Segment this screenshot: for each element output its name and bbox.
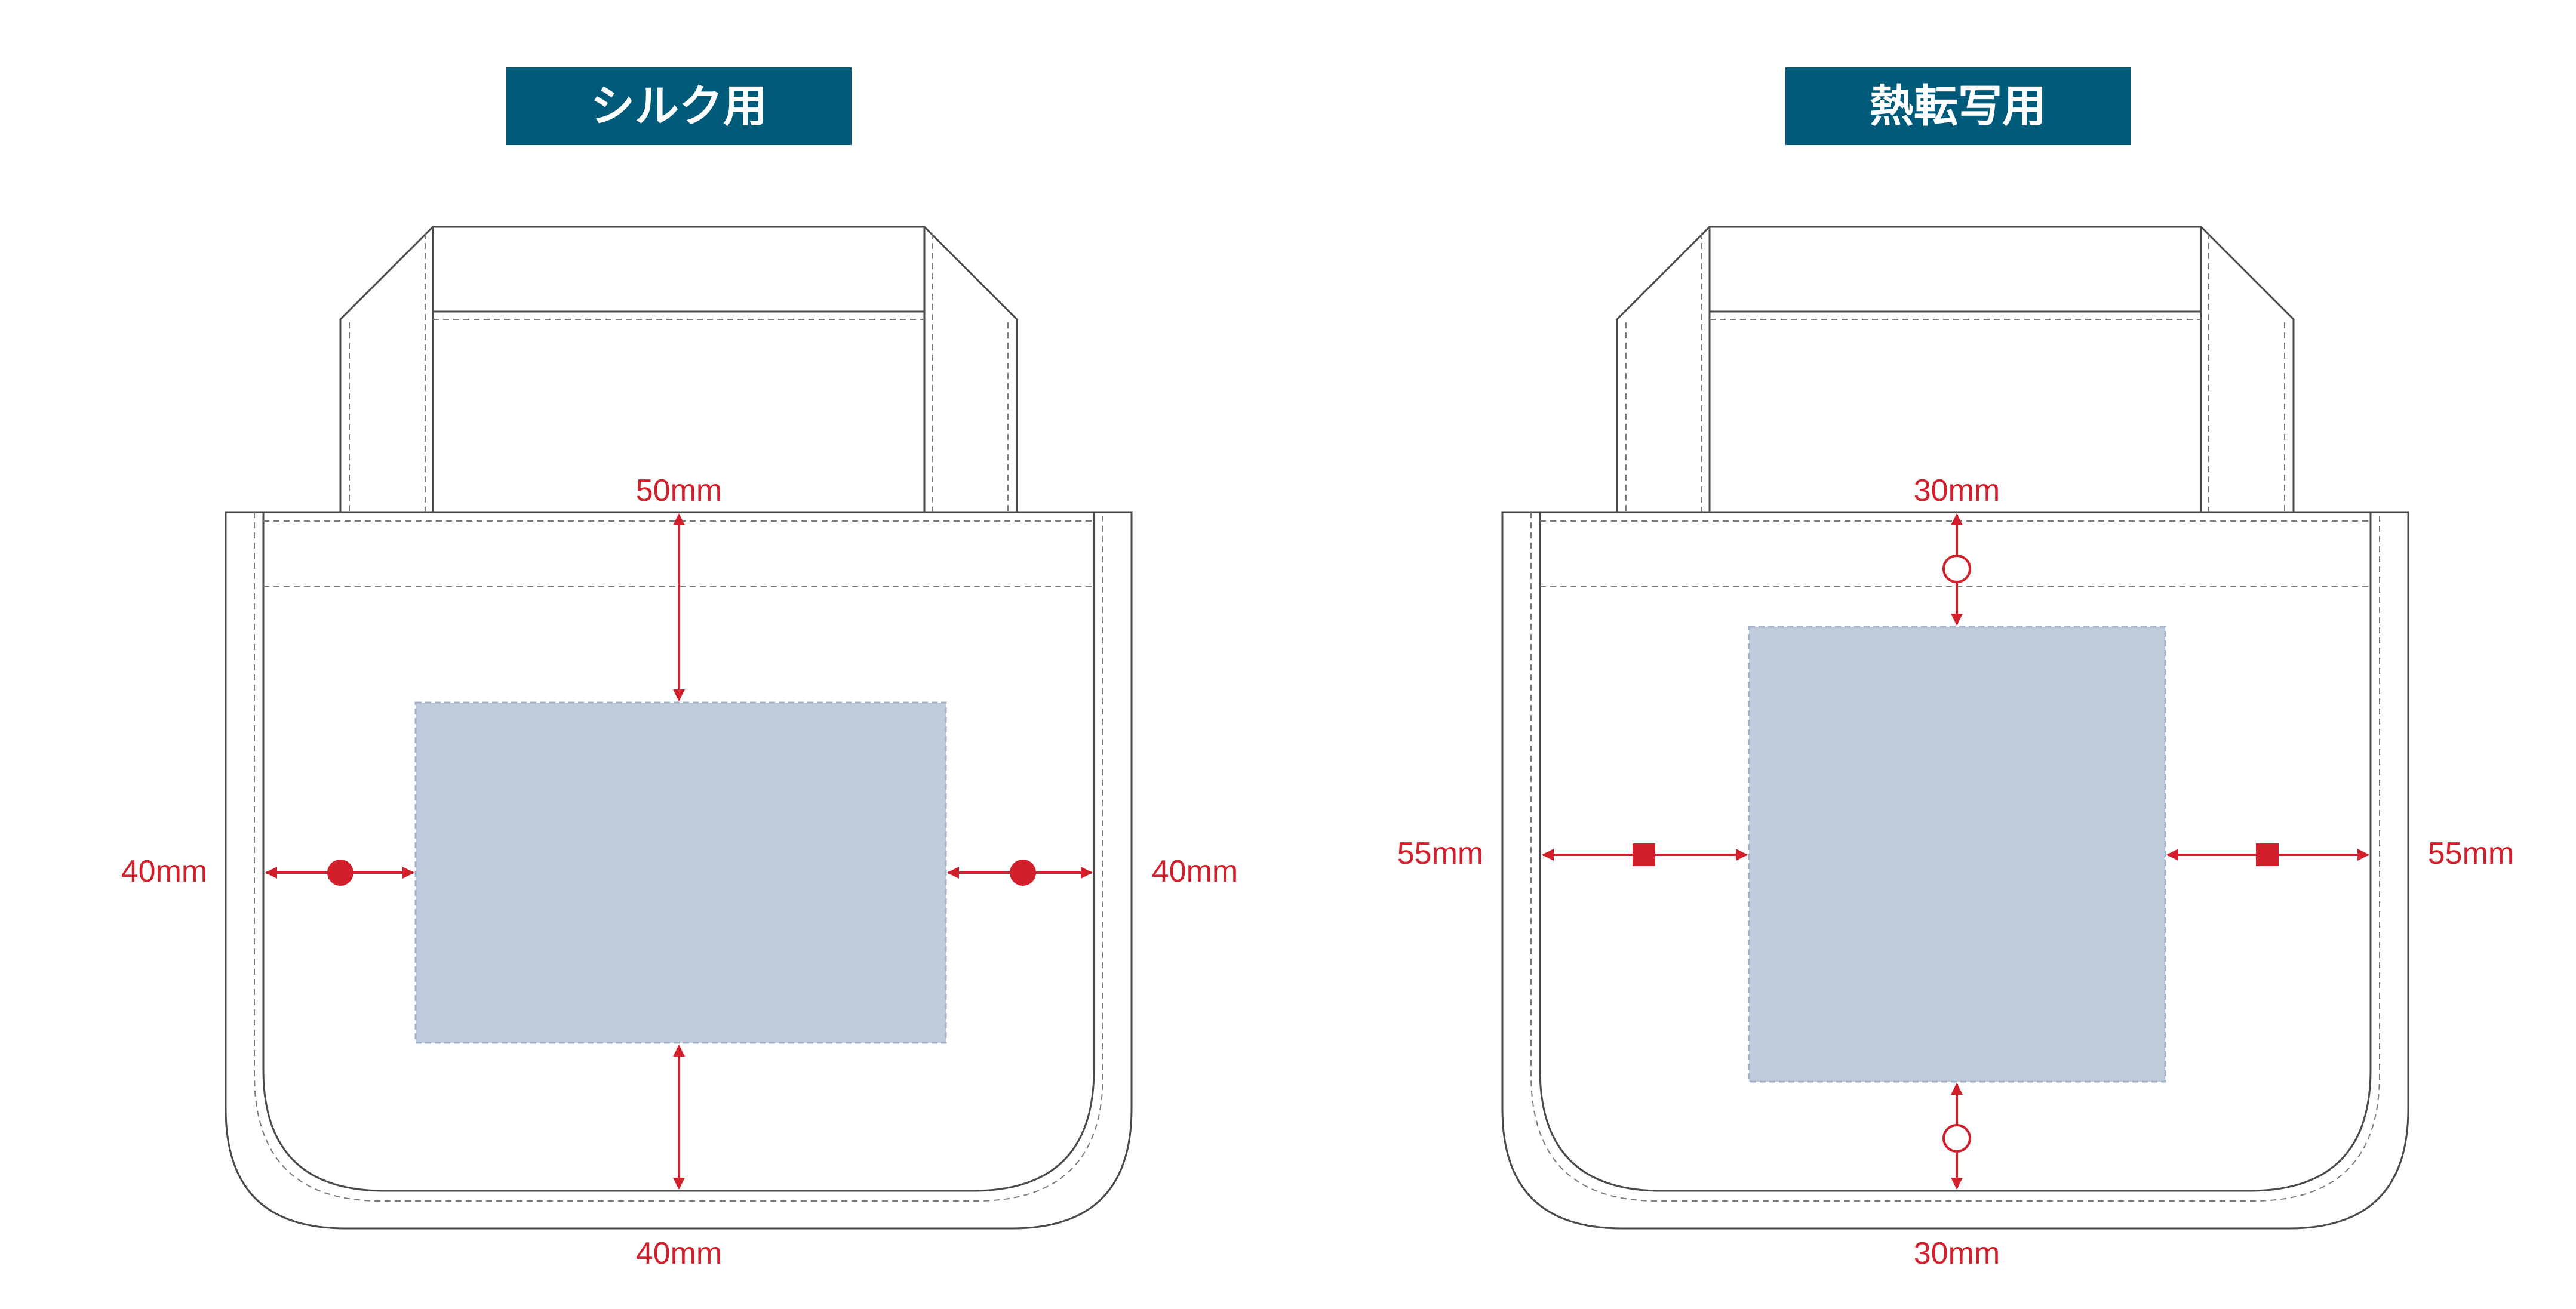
silk-body-stitches (254, 512, 1103, 1202)
silk-title: シルク用 (591, 81, 767, 132)
silk-title-banner (506, 67, 852, 145)
heat-right-filled-square-icon (2256, 843, 2279, 866)
silk-left-dimension: 40mm (121, 854, 207, 889)
heat-title-banner (1785, 67, 2131, 145)
heat-print-area (1748, 626, 2166, 1083)
heat-right-dimension: 55mm (2428, 836, 2514, 871)
heat-bag-handle (1616, 226, 2295, 513)
silk-handle-stitches (349, 233, 1009, 512)
heat-bottom-open-circle-icon (1942, 1124, 1971, 1153)
heat-top-dimension: 30mm (1914, 473, 2000, 508)
silk-bag-inner-edge (262, 512, 1095, 1192)
heat-transfer-panel: 熱転写用 (1397, 67, 2514, 1271)
silk-bag-handle (339, 226, 1018, 513)
heat-top-open-circle-icon (1942, 555, 1971, 583)
silk-right-dimension: 40mm (1152, 854, 1238, 889)
heat-handle-stitches (1625, 233, 2285, 512)
silk-right-filled-circle-icon (1010, 860, 1036, 886)
heat-bottom-dimension: 30mm (1914, 1236, 2000, 1271)
heat-left-filled-square-icon (1633, 843, 1655, 866)
heat-title: 熱転写用 (1870, 81, 2046, 132)
silk-panel: シルク用 (121, 67, 1238, 1271)
silk-top-dimension: 50mm (636, 473, 722, 508)
heat-body-stitches (1530, 512, 2380, 1202)
silk-print-area (414, 701, 947, 1044)
silk-left-filled-circle-icon (327, 860, 353, 886)
silk-bottom-dimension: 40mm (636, 1236, 722, 1271)
heat-bag-inner-edge (1539, 512, 2372, 1192)
heat-left-dimension: 55mm (1397, 836, 1483, 871)
